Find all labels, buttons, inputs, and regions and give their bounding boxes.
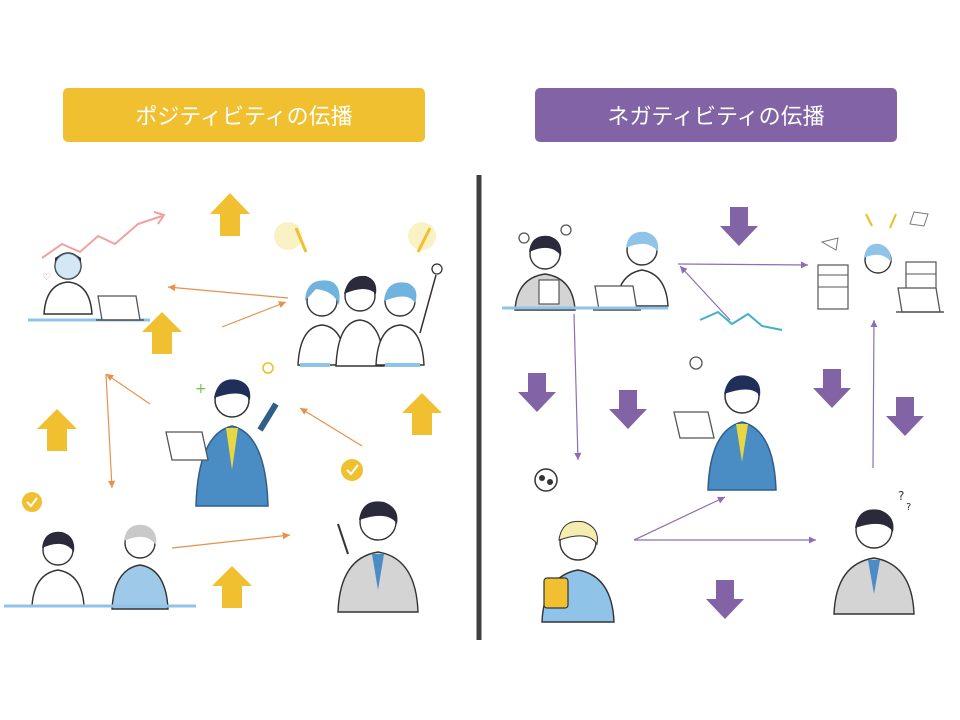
rising-trend-line: [41, 215, 163, 259]
person-with-tablet-icon: [534, 468, 615, 623]
negative-title: ネガティビティの伝播: [607, 105, 825, 130]
svg-text:+: +: [195, 381, 207, 397]
falling-trend-line: [699, 310, 783, 331]
anxious-person-on-phone-icon: ? ?: [833, 489, 915, 615]
down-arrow-icon: [706, 580, 744, 619]
svg-text:?: ?: [906, 502, 911, 513]
down-arrow-icon: [886, 397, 924, 436]
svg-text:♡: ♡: [42, 272, 51, 283]
up-arrow-icon: [142, 312, 182, 354]
positive-up-arrows: [37, 193, 442, 608]
up-arrow-icon: [37, 409, 77, 451]
up-arrow-icon: [402, 393, 442, 435]
svg-text:?: ?: [898, 489, 904, 503]
negative-links: [573, 261, 878, 544]
down-arrow-icon: [609, 390, 647, 429]
stressed-coworkers-icon: [502, 224, 669, 311]
two-people-chatting-icon: [4, 492, 196, 610]
down-arrow-icon: [720, 207, 758, 246]
person-smiling-desk-icon: [43, 252, 93, 315]
worried-businessman-icon: [673, 375, 777, 491]
overwhelmed-paperwork-icon: [817, 211, 945, 313]
up-arrow-icon: [212, 566, 252, 608]
down-arrow-icon: [813, 369, 851, 408]
positive-title: ポジティビティの伝播: [135, 105, 353, 130]
person-on-phone-icon: [337, 459, 419, 613]
up-arrow-icon: [210, 193, 250, 236]
positive-links: [105, 284, 363, 549]
positive-banner: ポジティビティの伝播: [63, 88, 425, 142]
negative-banner: ネガティビティの伝播: [535, 88, 897, 142]
negative-down-arrows: [518, 207, 924, 619]
businessman-laptop-icon: [165, 379, 279, 507]
cheering-group-icon: [274, 222, 443, 367]
down-arrow-icon: [518, 373, 556, 412]
